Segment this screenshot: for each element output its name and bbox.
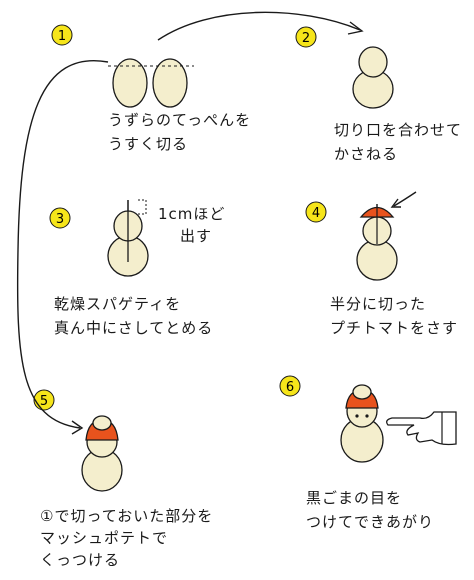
eggs-with-cap xyxy=(81,415,123,492)
eggs-with-tomato xyxy=(356,204,398,281)
finished-snowman xyxy=(340,384,384,463)
step3-note: 1cmほど 出す xyxy=(158,205,226,245)
step6-instruction: 黒ごまの目を つけてできあがり xyxy=(306,489,435,531)
stacked-eggs xyxy=(352,46,394,109)
step-badge-1: 1 xyxy=(51,24,73,46)
svg-text:4: 4 xyxy=(312,206,320,221)
arrow-step1-to-step5 xyxy=(16,60,109,429)
step5-instruction: ①で切っておいた部分を マッシュポテトで くっつける xyxy=(40,507,214,569)
sesame-eye-left xyxy=(355,414,359,418)
step-badge-3: 3 xyxy=(49,207,71,229)
quail-egg-right xyxy=(150,58,194,108)
step4-instruction: 半分に切った プチトマトをさす xyxy=(330,295,459,337)
step1-instruction: うずらのてっぺんを うすく切る xyxy=(108,111,252,153)
quail-egg-left xyxy=(108,58,152,108)
hand-illustration xyxy=(386,411,457,446)
arrow-step1-to-step2 xyxy=(157,11,361,41)
svg-text:2: 2 xyxy=(302,31,310,46)
step2-instruction: 切り口を合わせて かさねる xyxy=(334,121,463,163)
svg-text:6: 6 xyxy=(286,380,294,395)
arrow-tomato-insert xyxy=(393,191,417,207)
step-badge-6: 6 xyxy=(279,375,301,397)
svg-text:5: 5 xyxy=(40,394,48,409)
eggs-with-spaghetti xyxy=(107,199,149,277)
step-badge-4: 4 xyxy=(305,201,327,223)
step-badge-2: 2 xyxy=(295,26,317,48)
svg-text:3: 3 xyxy=(56,212,64,227)
sesame-eye-right xyxy=(365,414,369,418)
svg-text:1: 1 xyxy=(58,29,66,44)
step-badge-5: 5 xyxy=(33,389,55,411)
step3-instruction: 乾燥スパゲティを 真ん中にさしてとめる xyxy=(54,295,214,337)
